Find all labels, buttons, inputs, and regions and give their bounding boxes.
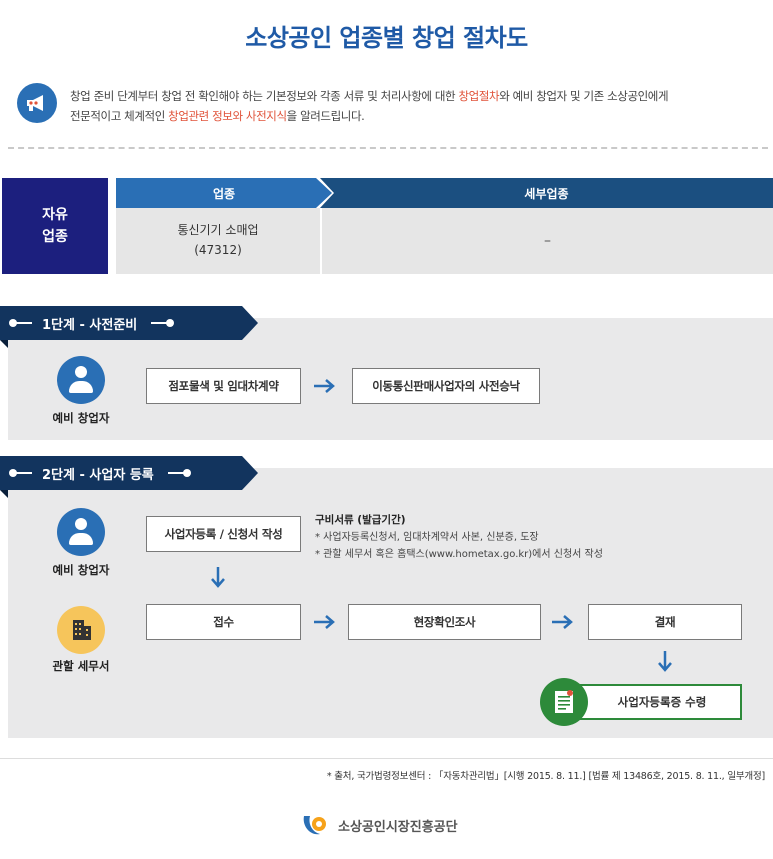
- step-certificate: 사업자등록증 수령: [562, 684, 742, 720]
- banner-fold: [0, 490, 8, 498]
- role-tax-office: 관할 세무서: [52, 659, 110, 673]
- arrow-right-icon: [552, 615, 573, 629]
- arrow-down-icon: [658, 651, 672, 672]
- detail-industry-header: 세부업종: [320, 178, 773, 208]
- intro-highlight: 창업절차: [458, 89, 500, 103]
- step-receive: 접수: [146, 604, 301, 640]
- intro-description: 창업 준비 단계부터 창업 전 확인해야 하는 기본정보와 각종 서류 및 처리…: [70, 86, 760, 126]
- banner-fold: [0, 340, 8, 348]
- docs-title: 구비서류 (발급기간): [315, 514, 406, 526]
- logo-mark-icon: [300, 812, 330, 838]
- person-icon: [57, 508, 105, 556]
- intro-text: 와 예비 창업자 및 기존 소상공인에게: [499, 89, 669, 103]
- required-documents: 구비서류 (발급기간) * 사업자등록신청서, 임대차계약서 사본, 신분증, …: [315, 512, 603, 563]
- industry-header: 업종: [116, 178, 332, 208]
- step-approval: 결재: [588, 604, 742, 640]
- footer-divider: [0, 758, 773, 759]
- source-note: * 출처, 국가법령정보센터 : 「자동차관리법」[시행 2015. 8. 11…: [326, 771, 765, 782]
- intro-text: 창업 준비 단계부터 창업 전 확인해야 하는 기본정보와 각종 서류 및 처리…: [70, 89, 459, 103]
- intro-text: 을 알려드립니다.: [286, 109, 365, 123]
- dashed-divider: [8, 147, 768, 149]
- stage1-banner: 1단계 - 사전준비: [0, 306, 258, 340]
- step-apply: 사업자등록 / 신청서 작성: [146, 516, 301, 552]
- detail-industry-cell: –: [322, 208, 773, 274]
- type-label-line: 업종: [42, 229, 68, 245]
- megaphone-icon: [17, 83, 57, 123]
- stage1-title: 1단계 - 사전준비: [42, 317, 138, 333]
- industry-cell: 통신기기 소매업 (47312): [116, 208, 320, 274]
- org-logo: 소상공인시장진흥공단: [300, 812, 458, 838]
- industry-name: 통신기기 소매업: [177, 223, 259, 237]
- document-icon: [540, 678, 588, 726]
- building-icon: [57, 606, 105, 654]
- org-name: 소상공인시장진흥공단: [338, 819, 458, 835]
- step-store-lease: 점포물색 및 임대차계약: [146, 368, 301, 404]
- intro-highlight: 창업관련 정보와 사전지식: [168, 109, 287, 123]
- arrow-down-icon: [211, 567, 225, 588]
- type-label-line: 자유: [42, 207, 68, 223]
- docs-item: * 사업자등록신청서, 임대차계약서 사본, 신분증, 도장: [315, 532, 539, 543]
- stage2-title: 2단계 - 사업자 등록: [42, 467, 154, 483]
- arrow-right-icon: [314, 379, 335, 393]
- intro-text: 전문적이고 체계적인: [70, 109, 169, 123]
- page-title: 소상공인 업종별 창업 절차도: [245, 24, 528, 52]
- stage2-banner: 2단계 - 사업자 등록: [0, 456, 258, 490]
- step-pre-approval: 이동통신판매사업자의 사전승낙: [352, 368, 540, 404]
- role-applicant: 예비 창업자: [52, 411, 110, 425]
- industry-code: (47312): [194, 243, 242, 257]
- person-icon: [57, 356, 105, 404]
- role-applicant: 예비 창업자: [52, 563, 110, 577]
- step-site-inspection: 현장확인조사: [348, 604, 541, 640]
- arrow-right-icon: [314, 615, 335, 629]
- docs-item: * 관할 세무서 혹은 홈택스(www.hometax.go.kr)에서 신청서…: [315, 549, 603, 560]
